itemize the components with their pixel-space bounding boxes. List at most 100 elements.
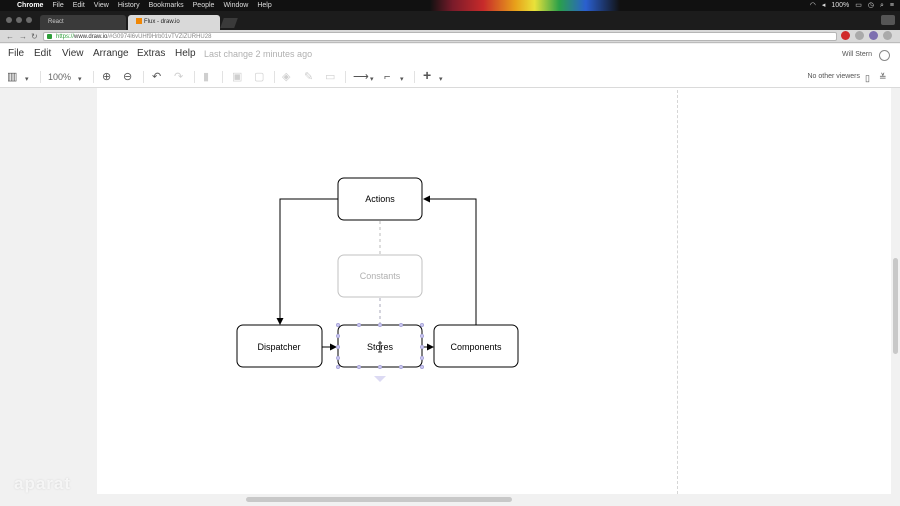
- node-components[interactable]: Components: [433, 324, 519, 368]
- clock-icon[interactable]: ◷: [867, 2, 874, 9]
- tab-react[interactable]: React: [40, 15, 126, 30]
- chrome-menu-icon[interactable]: [883, 31, 892, 40]
- forward-icon[interactable]: →: [19, 32, 27, 41]
- drawio-favicon-icon: [136, 18, 142, 25]
- menu-edit[interactable]: Edit: [34, 48, 52, 59]
- waypoints-dropdown-icon[interactable]: ▾: [400, 76, 404, 83]
- battery-label[interactable]: 100%: [831, 2, 850, 9]
- node-actions-label: Actions: [365, 194, 395, 204]
- maximize-window-icon[interactable]: [26, 17, 32, 23]
- delete-icon[interactable]: ▮: [203, 71, 210, 83]
- notifications-icon[interactable]: ≡: [889, 2, 894, 9]
- insert-dropdown-icon[interactable]: ▾: [439, 76, 443, 83]
- shadow-icon[interactable]: ▭: [325, 71, 336, 83]
- line-color-icon[interactable]: ✎: [304, 71, 314, 83]
- os-menu-window[interactable]: Window: [223, 2, 249, 9]
- format-panel-icon[interactable]: ▥: [7, 71, 18, 83]
- last-change-status[interactable]: Last change 2 minutes ago: [204, 49, 313, 59]
- toolbar-divider: [40, 71, 41, 83]
- os-menu-file[interactable]: File: [52, 2, 64, 9]
- url-bar[interactable]: https://www.draw.io/#G0974l6vUHf9Hrb01vT…: [43, 32, 837, 41]
- viewers-status: No other viewers: [807, 73, 860, 80]
- insert-plus-icon[interactable]: +: [423, 67, 432, 83]
- toolbar-divider: [93, 71, 94, 83]
- menu-view[interactable]: View: [62, 48, 84, 59]
- extension-gray-icon[interactable]: [855, 31, 864, 40]
- tab-flux-drawio[interactable]: Flux - draw.io: [128, 15, 220, 30]
- close-window-icon[interactable]: [6, 17, 12, 23]
- menu-arrange[interactable]: Arrange: [93, 48, 129, 59]
- tab-flux-label: Flux - draw.io: [144, 19, 180, 25]
- os-menu-help[interactable]: Help: [257, 2, 272, 9]
- zoom-out-icon[interactable]: ⊖: [123, 71, 133, 83]
- redo-icon[interactable]: ↷: [174, 71, 184, 83]
- node-dispatcher[interactable]: Dispatcher: [236, 324, 323, 368]
- minimize-window-icon[interactable]: [16, 17, 22, 23]
- node-constants[interactable]: Constants: [337, 254, 423, 298]
- os-menu-view[interactable]: View: [93, 2, 109, 9]
- menu-extras[interactable]: Extras: [137, 48, 166, 59]
- zoom-dropdown-icon[interactable]: ▾: [78, 76, 82, 83]
- os-menu-bar: Chrome File Edit View History Bookmarks …: [0, 0, 900, 11]
- battery-icon[interactable]: ▭: [855, 2, 862, 9]
- url-host: www.draw.io: [74, 34, 108, 40]
- toolbar-divider: [222, 71, 223, 83]
- undo-icon[interactable]: ↶: [152, 71, 162, 83]
- edge-actions-to-dispatcher[interactable]: [276, 198, 338, 325]
- page-break-line: [677, 90, 678, 494]
- back-icon[interactable]: ←: [6, 32, 14, 41]
- window-controls: [6, 17, 32, 23]
- toolbar-divider: [274, 71, 275, 83]
- chevron-down-icon[interactable]: ▾: [25, 76, 29, 83]
- drawio-menu-bar: File Edit View Arrange Extras Help Last …: [0, 44, 900, 66]
- zoom-in-icon[interactable]: ⊕: [102, 71, 112, 83]
- node-components-label: Components: [450, 342, 502, 352]
- globe-icon[interactable]: [879, 50, 890, 61]
- os-menu-people[interactable]: People: [192, 2, 215, 9]
- user-name[interactable]: Will Stern: [842, 51, 872, 58]
- volume-icon[interactable]: ◂: [821, 2, 826, 9]
- fill-color-icon[interactable]: ◈: [282, 71, 291, 83]
- to-back-icon[interactable]: ▢: [254, 71, 265, 83]
- node-actions[interactable]: Actions: [337, 177, 423, 221]
- os-app-name[interactable]: Chrome: [17, 2, 44, 9]
- browser-tab-strip: React Flux - draw.io: [0, 11, 900, 30]
- os-menu-bookmarks[interactable]: Bookmarks: [148, 2, 184, 9]
- browser-profile-icon[interactable]: [881, 15, 895, 25]
- waypoints-icon[interactable]: ⌐: [384, 71, 391, 83]
- menubar-decoration: [430, 0, 620, 11]
- toolbar-divider: [414, 71, 415, 83]
- connection-dropdown-icon[interactable]: ▾: [370, 76, 374, 83]
- drawio-toolbar: ▥ ▾ 100% ▾ ⊕ ⊖ ↶ ↷ ▮ ▣ ▢ ◈ ✎ ▭ ⟶ ▾ ⌐ ▾ +…: [0, 66, 900, 88]
- collapse-icon[interactable]: ≚: [879, 72, 887, 82]
- hover-arrow-icon[interactable]: [374, 376, 386, 382]
- extension-red-icon[interactable]: [841, 31, 850, 40]
- diagram-page[interactable]: [97, 88, 891, 494]
- extension-purple-icon[interactable]: [869, 31, 878, 40]
- spotlight-icon[interactable]: ⌕: [879, 2, 884, 9]
- reload-icon[interactable]: ↻: [31, 32, 38, 41]
- fullscreen-icon[interactable]: ▯: [865, 73, 870, 83]
- edge-components-to-actions[interactable]: [423, 195, 477, 325]
- toolbar-divider: [345, 71, 346, 83]
- node-dispatcher-label: Dispatcher: [257, 342, 300, 352]
- to-front-icon[interactable]: ▣: [232, 71, 243, 83]
- node-constants-label: Constants: [360, 271, 401, 281]
- wifi-icon[interactable]: ◠: [809, 2, 816, 9]
- connection-style-icon[interactable]: ⟶: [353, 71, 369, 83]
- menu-file[interactable]: File: [8, 48, 25, 59]
- watermark-logo: aparat: [14, 474, 72, 493]
- lock-icon: [47, 34, 52, 39]
- vertical-scrollbar[interactable]: [893, 258, 898, 354]
- selection-handles[interactable]: [335, 322, 425, 370]
- url-protocol: https://: [56, 34, 75, 40]
- toolbar-divider: [143, 71, 144, 83]
- menu-help[interactable]: Help: [175, 48, 196, 59]
- zoom-level[interactable]: 100%: [48, 72, 72, 82]
- tab-react-label: React: [48, 19, 64, 25]
- os-menu-edit[interactable]: Edit: [72, 2, 85, 9]
- text-cursor-icon: [378, 341, 382, 353]
- os-menu-history[interactable]: History: [117, 2, 140, 9]
- horizontal-scrollbar[interactable]: [246, 497, 512, 502]
